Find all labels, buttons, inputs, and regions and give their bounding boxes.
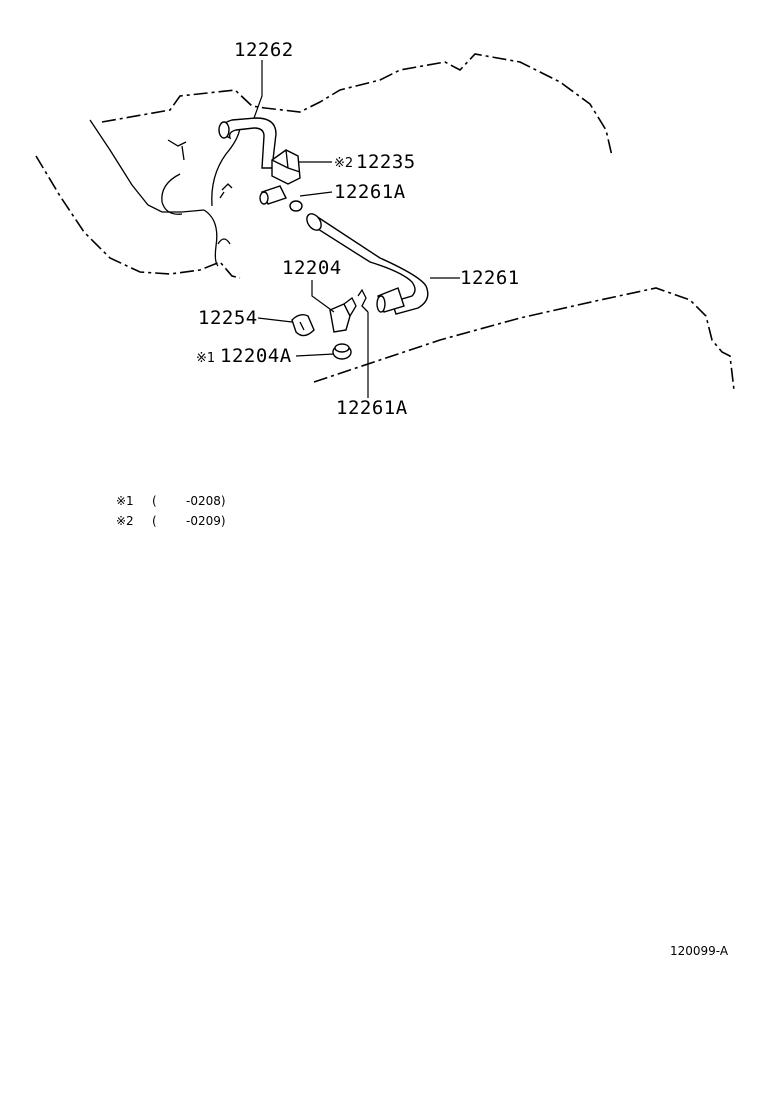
engine-small-feature-3 [217, 238, 231, 245]
clamp-12261A-bottom [357, 288, 369, 313]
leader-12254 [257, 317, 293, 323]
label-12261A-bottom: 12261A [336, 397, 408, 419]
leader-12261A-top [299, 191, 333, 197]
label-12204: 12204 [282, 257, 342, 279]
grommet-12254 [291, 313, 315, 337]
note-range: -0208) [186, 494, 226, 508]
label-12254: 12254 [198, 307, 258, 329]
marker-2-top: ※2 [334, 156, 353, 171]
reference-code: 120099-A [670, 944, 729, 958]
bracket-12235 [271, 149, 301, 185]
leader-12262 [253, 60, 263, 119]
engine-inner-curve-3 [203, 209, 219, 267]
label-12204A: 12204A [220, 345, 292, 367]
note-paren: ( [152, 494, 157, 508]
engine-small-feature [167, 139, 187, 161]
note-row-1: ※1 ( -0208) [116, 494, 226, 508]
valve-12204 [329, 297, 357, 333]
leader-12204 [311, 280, 335, 313]
note-range: -0209) [186, 514, 226, 528]
note-mark: ※2 [116, 514, 134, 528]
engine-small-feature-2 [219, 183, 233, 199]
grommet-12204A [332, 343, 352, 360]
label-12261: 12261 [460, 267, 520, 289]
body-outline-lower [313, 287, 735, 391]
engine-inner-curve-2 [161, 173, 183, 215]
marker-1-left: ※1 [196, 351, 215, 366]
label-12235: 12235 [356, 151, 416, 173]
fitting-12261A-top [259, 185, 303, 212]
engine-outline-upper [101, 53, 613, 157]
note-row-2: ※2 ( -0209) [116, 514, 226, 528]
note-paren: ( [152, 514, 157, 528]
hose-12262 [218, 117, 277, 169]
leader-12204A [295, 353, 335, 357]
label-12262: 12262 [234, 39, 294, 61]
engine-inner-curve [211, 127, 241, 207]
engine-outline-left [89, 119, 205, 213]
label-12261A-top: 12261A [334, 181, 406, 203]
engine-outline-left-lower [35, 155, 241, 279]
note-mark: ※1 [116, 494, 134, 508]
hose-12261 [306, 213, 429, 315]
